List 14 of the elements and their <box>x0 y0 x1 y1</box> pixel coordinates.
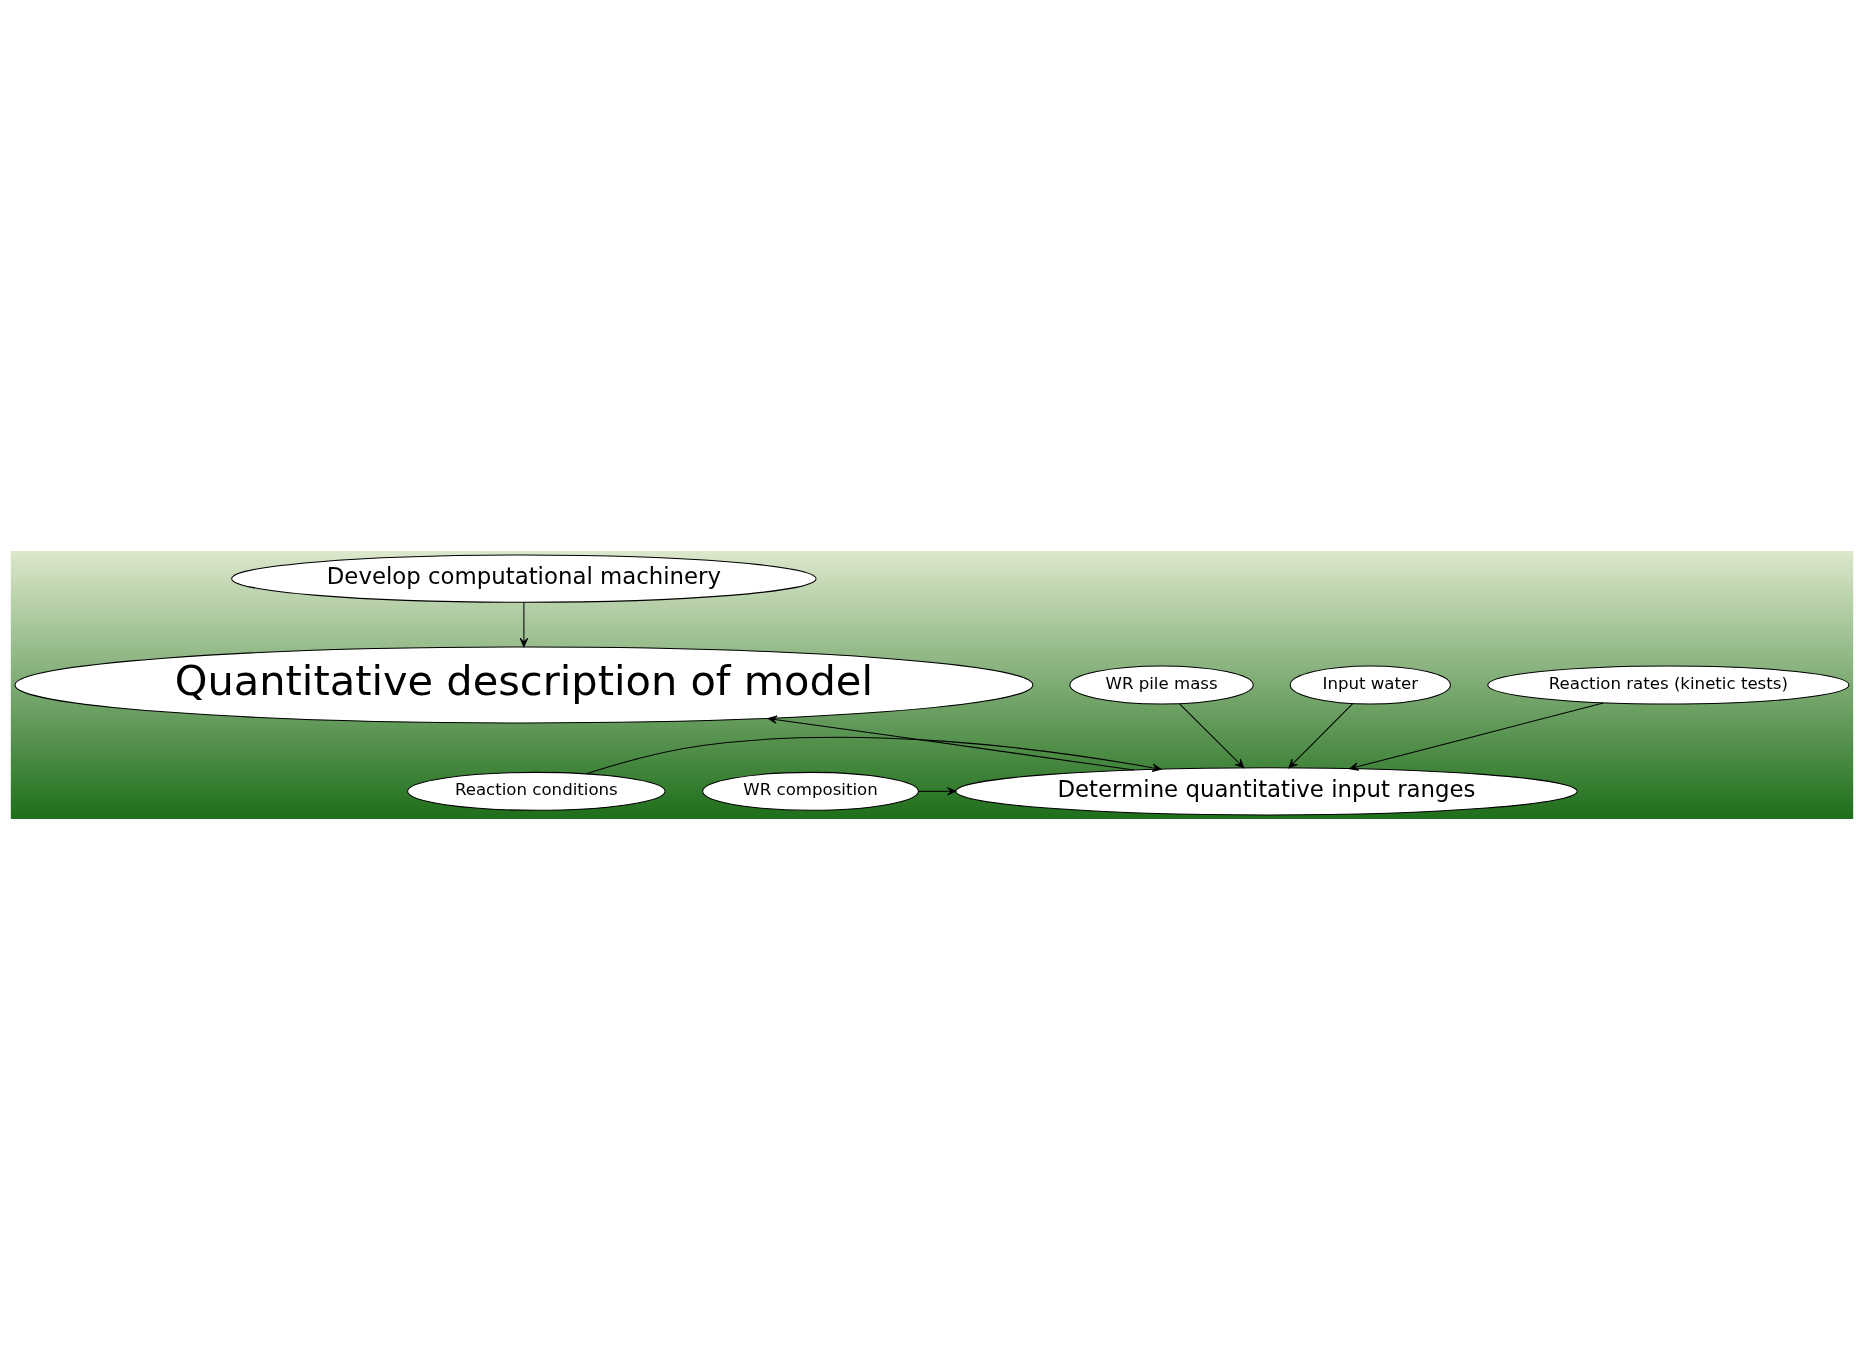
node-ellipse: Reaction conditions <box>407 771 666 811</box>
node-ellipse: Develop computational machinery <box>231 554 817 603</box>
arrow <box>1349 701 1604 771</box>
node-ellipse: WR pile mass <box>1069 665 1254 704</box>
node-ellipse: Reaction rates (kinetic tests) <box>1487 665 1850 704</box>
arrow <box>918 786 957 796</box>
arrow <box>767 714 1135 771</box>
arrow <box>1179 703 1245 768</box>
node-ellipse: WR composition <box>702 771 919 811</box>
arrow <box>586 736 1162 774</box>
arrow <box>519 601 529 647</box>
node-ellipse: Determine quantitative input ranges <box>955 766 1578 815</box>
arrow <box>1288 702 1354 768</box>
node-ellipse: Input water <box>1289 665 1451 704</box>
